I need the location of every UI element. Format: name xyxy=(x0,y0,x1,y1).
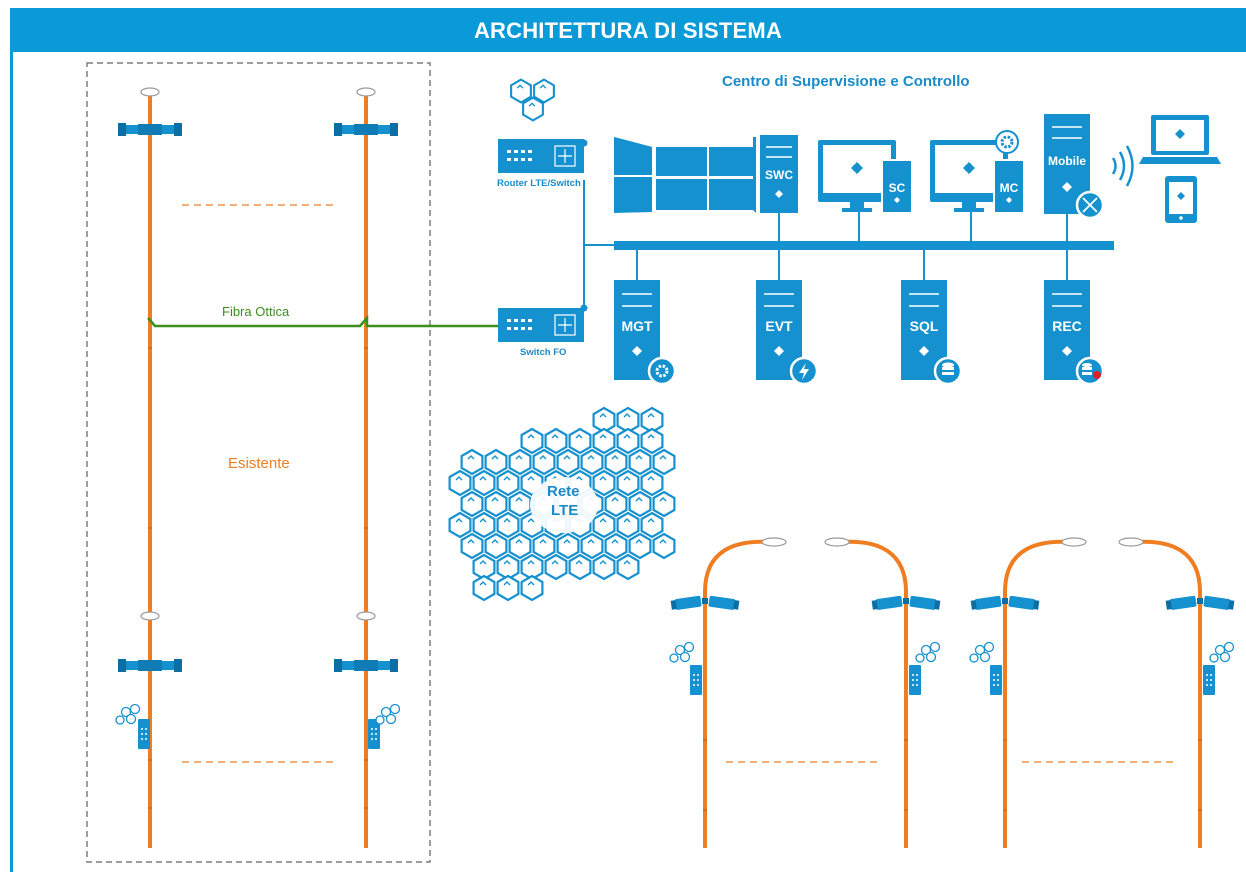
router-hex-icon xyxy=(510,78,555,122)
swc-label: SWC xyxy=(765,168,793,182)
lte-hex-cell xyxy=(508,490,532,518)
lte-hex-cell xyxy=(472,511,496,539)
existing-pole-bottom-left xyxy=(115,611,182,848)
lte-hex-cell xyxy=(616,427,640,455)
lte-hex-cell xyxy=(544,553,568,581)
rec-server-icon xyxy=(1043,279,1105,386)
lte-label-line1: Rete xyxy=(547,483,580,500)
mobile-server-icon xyxy=(1044,114,1105,220)
smart-pole-1 xyxy=(669,537,787,848)
smart-pole-4 xyxy=(1118,537,1235,848)
lte-hex-cell xyxy=(496,511,520,539)
sc-workstation-icon xyxy=(818,140,913,214)
existing-label: Esistente xyxy=(228,455,290,472)
lte-hex-cell xyxy=(448,469,472,497)
lte-hex-cell xyxy=(556,532,580,560)
mgt-label: MGT xyxy=(621,318,653,334)
lte-label-backdrop xyxy=(530,477,598,533)
lte-hex-cell xyxy=(556,448,580,476)
lte-hex-cell xyxy=(616,469,640,497)
mgt-server-icon xyxy=(613,279,677,386)
lte-hex-cell xyxy=(532,448,556,476)
router-device-icon xyxy=(498,139,588,173)
evt-label: EVT xyxy=(765,318,793,334)
existing-pole-bottom-right xyxy=(334,611,401,848)
switch-fo-label: Switch FO xyxy=(520,347,567,358)
lte-hex-cell xyxy=(460,532,484,560)
lte-hex-cell xyxy=(604,532,628,560)
lte-hex-cell xyxy=(628,448,652,476)
smart-pole-3 xyxy=(969,537,1087,848)
wireless-signal-icon xyxy=(1111,145,1134,187)
backbone-drops xyxy=(636,212,1068,280)
lte-hex-cell xyxy=(616,511,640,539)
video-wall-icon xyxy=(614,137,756,213)
lte-hex-cell xyxy=(484,532,508,560)
lte-hex-cell xyxy=(652,490,676,518)
lte-hex-cell xyxy=(604,448,628,476)
rec-label: REC xyxy=(1052,318,1082,334)
sql-server-icon xyxy=(900,279,963,386)
swc-workstation-icon xyxy=(760,135,798,213)
lte-hex-cell xyxy=(652,448,676,476)
left-accent-bar xyxy=(10,52,13,872)
lte-hex-cell xyxy=(472,574,496,602)
mc-workstation-icon xyxy=(930,130,1025,214)
lte-hex-cell xyxy=(496,574,520,602)
lte-hex-cell xyxy=(592,427,616,455)
lte-hex-cell xyxy=(472,469,496,497)
lte-hex-cell xyxy=(520,574,544,602)
lte-hex-cell xyxy=(616,553,640,581)
lte-hex-cell xyxy=(484,490,508,518)
network-backbone-bar xyxy=(614,241,1114,250)
existing-boundary xyxy=(86,62,431,863)
mobile-label: Mobile xyxy=(1048,154,1086,168)
lte-hex-cell xyxy=(580,532,604,560)
evt-server-icon xyxy=(755,279,819,386)
lte-hex-cell xyxy=(448,511,472,539)
lte-label-line2: LTE xyxy=(551,502,579,519)
laptop-icon xyxy=(1139,115,1221,164)
lte-hex-cell xyxy=(484,448,508,476)
control-center-title: Centro di Supervisione e Controllo xyxy=(722,73,970,90)
sql-label: SQL xyxy=(909,318,939,334)
router-label: Router LTE/Switch xyxy=(497,178,581,189)
lte-hex-cell xyxy=(496,469,520,497)
page-title: ARCHITETTURA DI SISTEMA xyxy=(473,18,783,43)
lte-hex-cell xyxy=(568,427,592,455)
sc-label: SC xyxy=(888,181,906,195)
lte-hex-cell xyxy=(604,490,628,518)
lte-hex-cell xyxy=(532,532,556,560)
lte-hex-cell xyxy=(640,427,664,455)
lte-hex-cell xyxy=(592,469,616,497)
lte-hex-cell xyxy=(580,448,604,476)
lte-hex-cell xyxy=(592,511,616,539)
smart-pole-2 xyxy=(824,537,941,848)
lte-hex-cell xyxy=(544,427,568,455)
switch-fo-device-icon xyxy=(498,304,588,342)
lte-hex-cell xyxy=(640,469,664,497)
fiber-optic-label: Fibra Ottica xyxy=(222,304,290,319)
smartphone-icon xyxy=(1165,176,1197,223)
lte-hex-cell xyxy=(568,553,592,581)
header-bar: ARCHITETTURA DI SISTEMA xyxy=(10,8,1246,52)
lte-hex-cell xyxy=(508,532,532,560)
lte-hex-cell xyxy=(460,448,484,476)
lte-hex-cell xyxy=(460,490,484,518)
lte-hex-cell xyxy=(508,448,532,476)
lte-hex-cell xyxy=(592,553,616,581)
fiber-optic-line xyxy=(147,314,498,328)
lte-hex-cell xyxy=(628,532,652,560)
mc-label: MC xyxy=(999,181,1019,195)
lte-hex-cell xyxy=(640,511,664,539)
lte-hex-cell xyxy=(652,532,676,560)
lte-hex-cell xyxy=(628,490,652,518)
lte-hex-cell xyxy=(520,427,544,455)
